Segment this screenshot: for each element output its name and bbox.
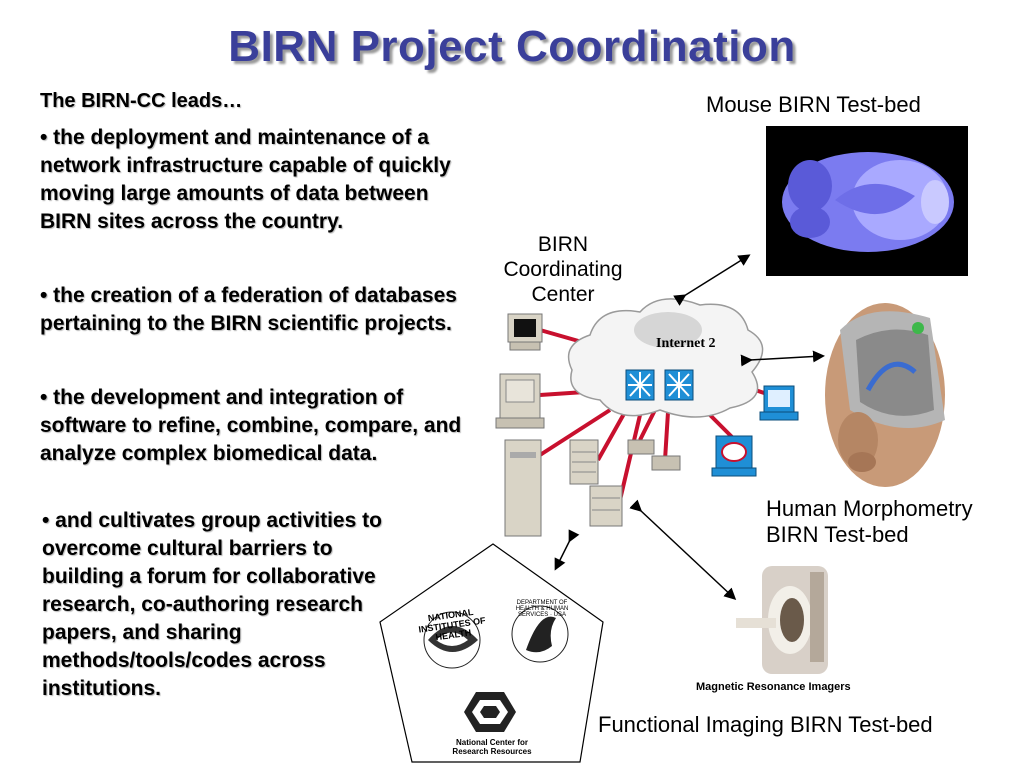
mri-caption: Magnetic Resonance Imagers [696,681,851,693]
internet-cloud [567,298,764,418]
bullet-software: • the development and integration of sof… [40,386,462,465]
network-switches [625,369,694,401]
slide-title: BIRN Project Coordination [228,22,796,71]
internet2-label: Internet 2 [656,336,716,351]
bullet-deployment: • the deployment and maintenance of a ne… [40,126,451,233]
ncrr-line2: Research Resources [452,747,532,756]
coordinating-center-label: BIRN Coordinating Center [503,233,623,306]
mouse-testbed-label: Mouse BIRN Test-bed [706,92,921,117]
ncrr-logo-text: National Center for Research Resources [450,738,534,756]
mri-scanner-image [736,566,828,674]
connection-arrows [554,254,825,601]
intro-text: The BIRN-CC leads… [40,90,243,112]
functional-testbed-label: Functional Imaging BIRN Test-bed [598,712,933,737]
funding-logos-pentagon [379,543,604,763]
bullet-cultivates: • and cultivates group activities to ove… [42,509,382,700]
network-devices [495,313,799,537]
human-head-image [825,303,945,487]
human-testbed-label: Human Morphometry BIRN Test-bed [766,496,973,547]
mouse-brain-image [766,126,968,276]
ncrr-line1: National Center for [455,738,528,747]
hhs-logo-text: DEPARTMENT OF HEALTH & HUMAN SERVICES · … [515,600,569,618]
bullet-federation: • the creation of a federation of databa… [40,284,457,335]
